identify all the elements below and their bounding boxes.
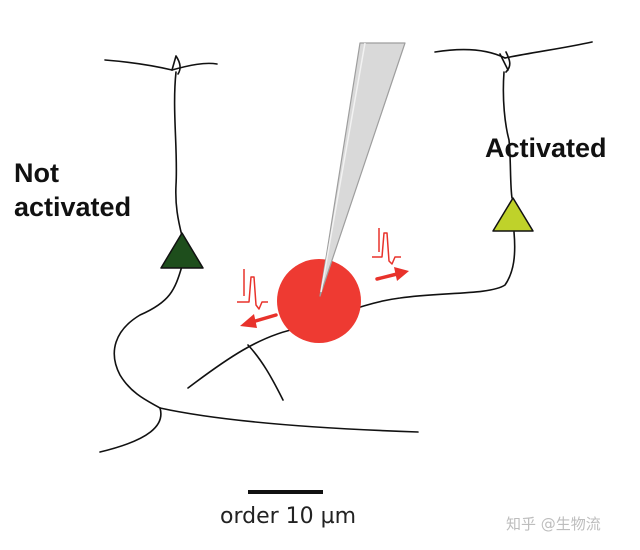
spike-icon-left: [237, 269, 268, 310]
scale-bar: [248, 490, 323, 494]
right-apical-tuft: [499, 51, 511, 73]
left-apical-trunk: [173, 71, 183, 237]
right-apical-branch-left: [434, 48, 506, 59]
left-neuron-processes: [99, 55, 419, 453]
watermark: 知乎 @生物流: [506, 515, 601, 533]
scale-bar-label: order 10 µm: [220, 504, 357, 529]
left-apical-tuft: [171, 55, 181, 75]
inactive-neuron-soma-icon: [160, 232, 204, 269]
left-axon: [113, 265, 183, 409]
arrow-left-icon: [240, 313, 278, 328]
label-activated: Activated: [485, 133, 607, 163]
right-axon: [187, 231, 516, 389]
right-neuron-processes: [187, 41, 593, 401]
stimulation-spot: [277, 259, 361, 343]
label-not-activated: Not activated: [14, 156, 131, 224]
right-apical-branch-right: [504, 41, 593, 59]
right-axon-branch: [247, 344, 284, 401]
label-not-activated-line2: activated: [14, 192, 132, 222]
active-neuron-soma-icon: [492, 197, 534, 232]
right-apical-trunk: [502, 71, 513, 199]
arrow-right-icon: [375, 267, 409, 281]
label-not-activated-line1: Not: [14, 158, 59, 188]
left-axon-down: [99, 407, 162, 453]
left-axon-right: [159, 407, 419, 433]
left-apical-branch-left: [104, 59, 173, 71]
spike-icon-right: [372, 228, 401, 265]
left-apical-branch-right: [171, 62, 218, 71]
electrode-icon: [319, 42, 406, 297]
